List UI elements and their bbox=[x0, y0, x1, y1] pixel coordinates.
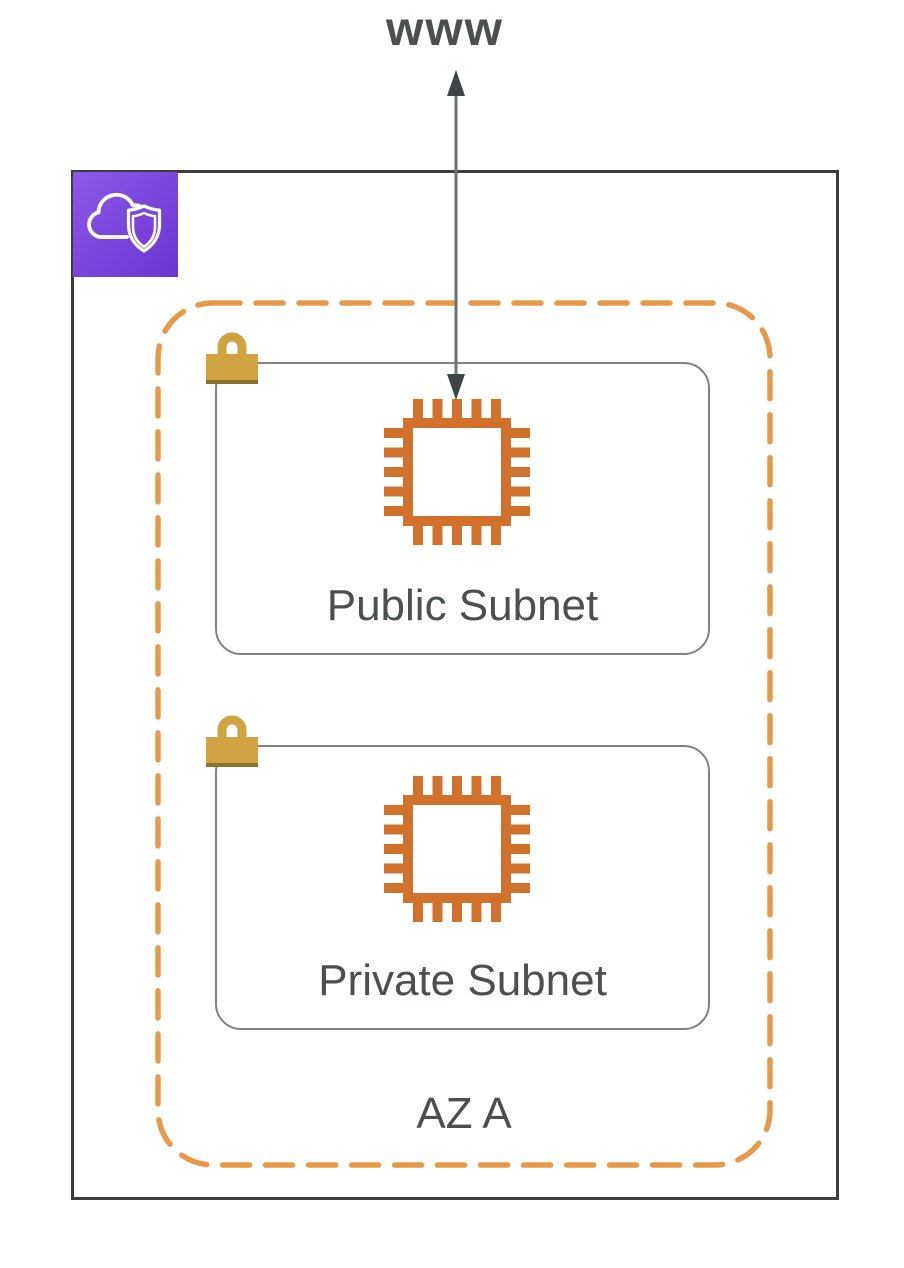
vpc-cloud-shield-icon bbox=[73, 172, 178, 277]
internet-label: www bbox=[385, 3, 504, 56]
az-label: AZ A bbox=[416, 1089, 512, 1138]
private-subnet-box: Private Subnet bbox=[206, 715, 710, 1030]
ec2-chip-icon bbox=[384, 399, 530, 545]
availability-zone-boundary bbox=[155, 300, 773, 1168]
public-subnet-box: Public Subnet bbox=[206, 332, 710, 655]
lock-icon bbox=[206, 715, 258, 767]
lock-icon bbox=[206, 332, 258, 384]
internet-traffic-arrow bbox=[447, 70, 465, 400]
private-subnet-label: Private Subnet bbox=[318, 956, 607, 1005]
ec2-chip-icon bbox=[384, 776, 530, 922]
public-subnet-label: Public Subnet bbox=[326, 581, 599, 630]
